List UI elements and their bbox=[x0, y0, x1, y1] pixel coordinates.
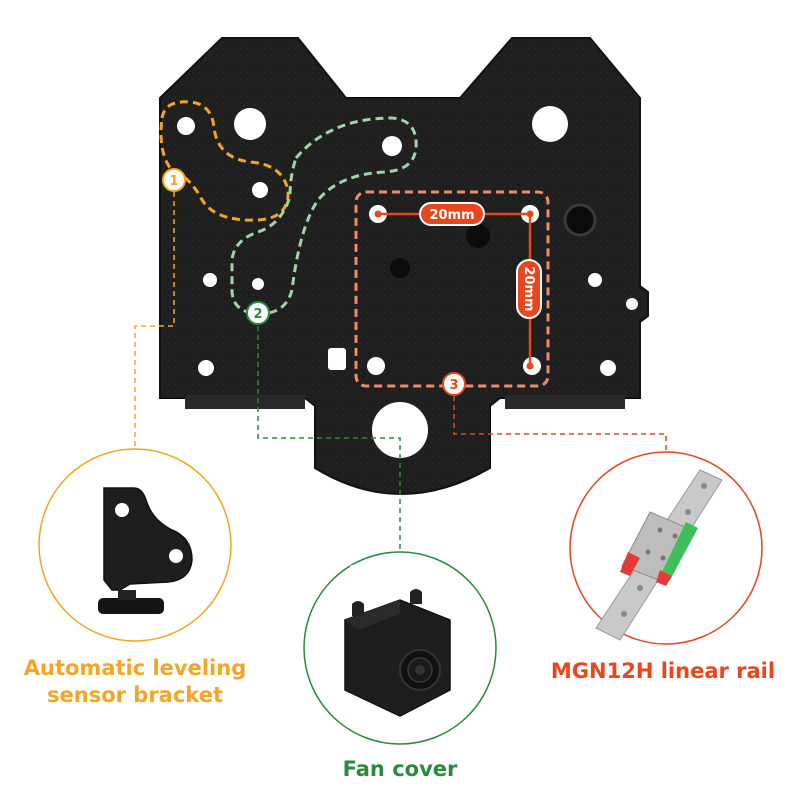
marker-2: 2 bbox=[246, 301, 270, 325]
mount-hole bbox=[600, 360, 616, 376]
marker-3: 3 bbox=[442, 372, 466, 396]
dimension-vertical-label: 20mm bbox=[521, 266, 536, 311]
green-leader bbox=[257, 326, 401, 552]
mount-hole bbox=[252, 182, 268, 198]
linear-rail-label: MGN12H linear rail bbox=[550, 659, 776, 683]
mount-hole bbox=[532, 106, 568, 142]
orange-leader bbox=[134, 192, 175, 450]
mount-hole bbox=[177, 117, 195, 135]
sensor-bracket-label-line2: sensor bracket bbox=[47, 683, 223, 707]
recessed-hole bbox=[466, 224, 490, 248]
green-outline bbox=[230, 116, 418, 316]
sensor-bracket-label-line1: Automatic leveling bbox=[23, 656, 247, 680]
red-outline bbox=[354, 190, 550, 388]
recessed-hole bbox=[563, 203, 597, 237]
carriage-plate bbox=[159, 37, 649, 495]
linear-rail-image bbox=[595, 469, 723, 641]
plate-slot bbox=[328, 348, 346, 370]
sensor-bracket-label: Automatic leveling sensor bracket bbox=[20, 655, 250, 709]
sensor-bracket-image bbox=[98, 487, 193, 614]
recessed-hole bbox=[390, 258, 410, 278]
mount-hole bbox=[198, 360, 214, 376]
dimension-vertical-badge: 20mm bbox=[516, 259, 542, 319]
fan-cover-label: Fan cover bbox=[342, 757, 458, 781]
dimension-horizontal-badge: 20mm bbox=[419, 202, 485, 226]
mount-hole bbox=[367, 357, 385, 375]
dimension-horizontal-label: 20mm bbox=[429, 208, 474, 223]
plate-bottom-tab-left bbox=[185, 395, 305, 409]
marker-3-number: 3 bbox=[449, 378, 458, 393]
mount-hole bbox=[382, 136, 402, 156]
fan-cover-callout bbox=[303, 551, 497, 745]
red-highlight bbox=[354, 190, 550, 388]
mount-hole bbox=[234, 108, 266, 140]
linear-rail-callout bbox=[569, 451, 763, 645]
red-leader bbox=[453, 396, 667, 470]
nozzle-hole bbox=[372, 402, 428, 458]
mount-hole bbox=[252, 278, 264, 290]
marker-1-number: 1 bbox=[169, 174, 178, 189]
green-highlight bbox=[230, 116, 418, 316]
fan-cover-image bbox=[344, 559, 451, 717]
marker-1: 1 bbox=[162, 168, 186, 192]
mount-hole bbox=[626, 298, 638, 310]
mount-hole bbox=[588, 273, 602, 287]
sensor-bracket-callout bbox=[38, 448, 232, 642]
mount-hole bbox=[203, 273, 217, 287]
plate-bottom-tab-right bbox=[505, 395, 625, 409]
marker-2-number: 2 bbox=[253, 307, 262, 322]
